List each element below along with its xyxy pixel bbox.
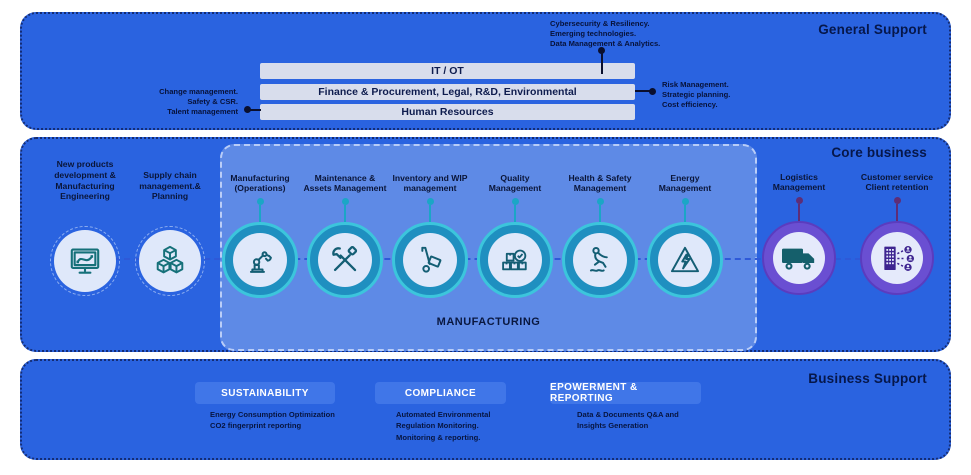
connector-line (250, 108, 261, 111)
item-connector (596, 198, 604, 222)
support-bars: IT / OT Finance & Procurement, Legal, R&… (260, 63, 635, 125)
bar-it-ot: IT / OT (260, 63, 635, 79)
item-circle (50, 226, 120, 296)
tools-icon (328, 243, 362, 277)
connector-dot (244, 106, 251, 113)
core-item-maintenance: Maintenance & Assets Management (285, 145, 405, 298)
item-circle (392, 222, 468, 298)
item-connector (893, 197, 901, 221)
hazard-triangle-icon (668, 243, 702, 277)
item-label: Energy Management (658, 172, 712, 194)
item-circle (222, 222, 298, 298)
general-support-section: General Support IT / OT Finance & Procur… (20, 12, 951, 130)
connector-dot (649, 87, 656, 95)
person-slip-icon (583, 243, 617, 277)
item-connector (426, 198, 434, 222)
business-support-title: Business Support (808, 371, 927, 386)
manufacturing-label: MANUFACTURING (436, 316, 541, 328)
core-item-health-safety: Health & Safety Management (540, 145, 660, 298)
bar-human-resources: Human Resources (260, 104, 635, 120)
item-circle (307, 222, 383, 298)
item-connector (681, 198, 689, 222)
connector-dot (598, 47, 605, 54)
item-label: Maintenance & Assets Management (303, 172, 387, 194)
compliance-detail: Automated Environmental Regulation Monit… (396, 410, 491, 442)
hand-truck-icon (413, 243, 447, 277)
core-item-manufacturing: Manufacturing (Operations) (200, 145, 320, 298)
annotation-risk-management: Risk Management. Strategic planning. Cos… (662, 80, 731, 110)
annotation-change-management: Change management. Safety & CSR. Talent … (159, 87, 238, 117)
cad-monitor-icon (67, 243, 103, 279)
business-support-section: Business Support SUSTAINABILITY COMPLIAN… (20, 359, 951, 460)
item-circle (562, 222, 638, 298)
item-circle (762, 221, 836, 295)
item-label: New products development & Manufacturing… (54, 159, 116, 202)
annotation-cybersecurity: Cybersecurity & Resiliency. Emerging tec… (550, 19, 661, 49)
core-item-inventory: Inventory and WIP management (370, 145, 490, 298)
item-connector (511, 198, 519, 222)
pill-sustainability: SUSTAINABILITY (195, 382, 335, 404)
item-connector (341, 198, 349, 222)
general-support-title: General Support (818, 22, 927, 37)
core-item-new-products: New products development & Manufacturing… (25, 145, 145, 298)
item-circle (477, 222, 553, 298)
core-business-title: Core business (831, 145, 927, 160)
epowerment-detail: Data & Documents Q&A and Insights Genera… (577, 410, 679, 431)
item-label: Quality Management (488, 172, 542, 194)
pill-compliance: COMPLIANCE (375, 382, 506, 404)
truck-icon (779, 238, 819, 278)
building-people-icon (877, 238, 917, 278)
item-label: Health & Safety Management (568, 172, 632, 194)
robot-arm-icon (243, 243, 277, 277)
core-item-energy: Energy Management (625, 145, 745, 298)
connector-line (601, 53, 603, 74)
item-label: Customer service Client retention (860, 171, 934, 193)
core-item-quality: Quality Management (455, 145, 575, 298)
sustainability-detail: Energy Consumption Optimization CO2 fing… (210, 410, 335, 431)
connector-line (635, 90, 651, 92)
item-label: Supply chain management.& Planning (139, 170, 201, 202)
item-circle (860, 221, 934, 295)
item-label: Inventory and WIP management (392, 172, 468, 194)
pill-epowerment-reporting: EPOWERMENT & REPORTING (550, 382, 701, 404)
item-label: Manufacturing (Operations) (230, 172, 290, 194)
item-label: Logistics Management (772, 171, 826, 193)
item-connector (795, 197, 803, 221)
core-item-customer-service: Customer service Client retention (837, 145, 957, 298)
item-circle (647, 222, 723, 298)
supply-cubes-icon (152, 243, 188, 279)
item-connector (256, 198, 264, 222)
boxes-check-icon (498, 243, 532, 277)
core-item-supply-chain: Supply chain management.& Planning (110, 145, 230, 298)
core-business-section: Core business MANUFACTURING New products… (20, 137, 951, 352)
item-circle (135, 226, 205, 296)
bar-finance-procurement: Finance & Procurement, Legal, R&D, Envir… (260, 83, 635, 100)
core-item-logistics: Logistics Management (739, 145, 859, 298)
